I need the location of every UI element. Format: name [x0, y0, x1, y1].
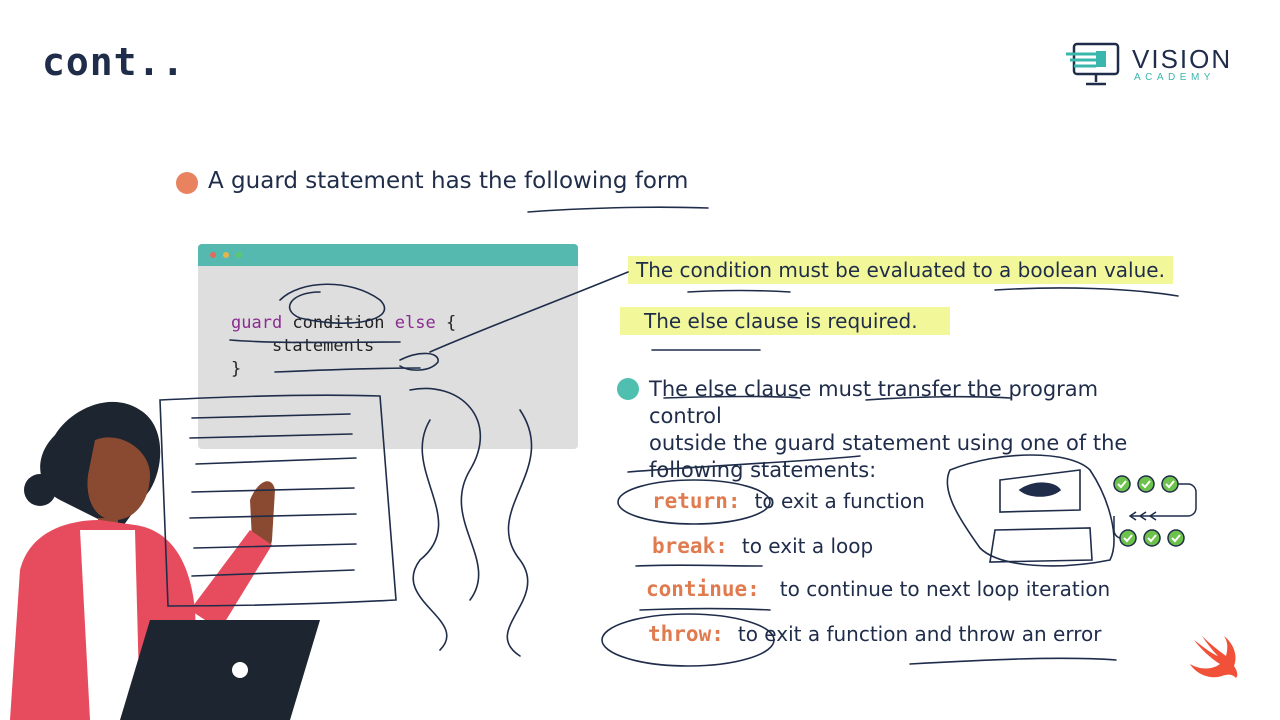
- slide-title: cont..: [42, 40, 186, 84]
- description-return: to exit a function: [754, 489, 925, 513]
- bullet-line-3: following statements:: [649, 458, 877, 482]
- monitor-logo-icon: [1066, 42, 1120, 86]
- presenter-illustration: [10, 401, 320, 720]
- highlight-else-required: The else clause is required.: [620, 307, 950, 335]
- highlight-condition: The condition must be evaluated to a boo…: [628, 256, 1173, 284]
- statement-break: break: to exit a loop: [652, 534, 873, 558]
- keyword-continue: continue:: [646, 577, 760, 601]
- bullet-paragraph: The else clause must transfer the progra…: [649, 376, 1177, 484]
- statement-continue: continue: to continue to next loop itera…: [646, 577, 1110, 601]
- bullet-guard-form: A guard statement has the following form: [176, 168, 688, 194]
- close-dot-icon: [210, 252, 216, 258]
- code-keyword-guard: guard: [231, 313, 283, 333]
- logo-name: VISION: [1132, 44, 1233, 74]
- maximize-dot-icon: [236, 252, 242, 258]
- code-close-brace: }: [231, 359, 242, 379]
- flowchart-check-icon: [1113, 475, 1197, 547]
- code-open-brace: {: [435, 313, 457, 333]
- description-throw: to exit a function and throw an error: [737, 622, 1102, 646]
- code-keyword-else: else: [394, 313, 436, 333]
- description-break: to exit a loop: [741, 534, 874, 558]
- swift-logo-icon: [1190, 636, 1238, 678]
- code-window-titlebar: [198, 244, 578, 266]
- vision-academy-logo: VISION ACADEMY: [1066, 42, 1246, 88]
- bullet-line-2: outside the guard statement using one of…: [649, 431, 1128, 455]
- keyword-return: return:: [652, 489, 741, 513]
- bullet-text: A guard statement has the following form: [208, 168, 689, 194]
- minimize-dot-icon: [223, 252, 229, 258]
- logo-subtitle: ACADEMY: [1134, 72, 1215, 83]
- description-continue: to continue to next loop iteration: [779, 577, 1111, 601]
- keyword-throw: throw:: [648, 622, 724, 646]
- code-block: guard condition else { statements }: [231, 312, 456, 381]
- teal-bullet-icon: [617, 378, 639, 400]
- bullet-else-transfer: The else clause must transfer the progra…: [617, 376, 1177, 484]
- bullet-line-1: The else clause must transfer the progra…: [649, 377, 1099, 428]
- code-statements: statements: [231, 336, 375, 356]
- orange-bullet-icon: [176, 172, 198, 194]
- keyword-break: break:: [652, 534, 728, 558]
- statement-return: return: to exit a function: [652, 489, 925, 513]
- statement-throw: throw: to exit a function and throw an e…: [648, 622, 1101, 646]
- code-condition: condition: [282, 313, 395, 333]
